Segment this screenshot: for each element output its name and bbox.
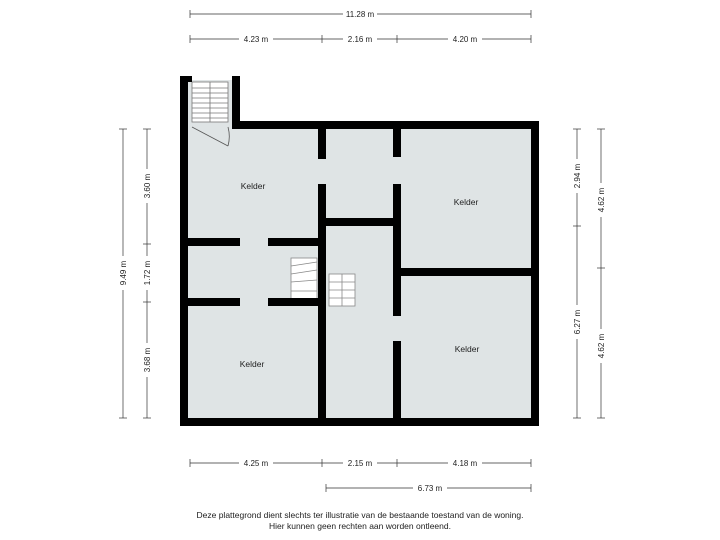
dim-right-lower: 4.62 m: [597, 333, 606, 358]
door-swing: [191, 126, 230, 147]
staircase-top-left: [191, 81, 229, 123]
dim-bottom-left: 4.25 m: [244, 459, 269, 468]
dim-bottom-right: 4.18 m: [453, 459, 478, 468]
disclaimer: Deze plattegrond dient slechts ter illus…: [0, 510, 720, 532]
dim-bottom-mid: 2.15 m: [348, 459, 373, 468]
dim-top-total: 11.28 m: [346, 10, 375, 19]
room-label-top-right: Kelder: [454, 197, 479, 207]
dim-left-mid: 1.72 m: [143, 260, 152, 285]
room-labels: Kelder Kelder Kelder Kelder: [240, 181, 480, 369]
disclaimer-line-2: Hier kunnen geen rechten aan worden ontl…: [269, 521, 451, 531]
dim-left-bottom: 3.68 m: [143, 347, 152, 372]
walls: [180, 76, 539, 426]
dim-top-left: 4.23 m: [244, 35, 269, 44]
dim-bottom-total-right: 6.73 m: [418, 484, 443, 493]
dim-right-upper: 4.62 m: [597, 187, 606, 212]
room-label-bottom-right: Kelder: [455, 344, 480, 354]
dim-top-mid: 2.16 m: [348, 35, 373, 44]
disclaimer-line-1: Deze plattegrond dient slechts ter illus…: [196, 510, 524, 520]
dim-top-right: 4.20 m: [453, 35, 478, 44]
dim-left-total: 9.49 m: [119, 260, 128, 285]
floor-area: [186, 80, 536, 422]
dimension-labels: 11.28 m 4.23 m 2.16 m 4.20 m 4.25 m 2.15…: [117, 8, 607, 494]
dim-right-total: 6.27 m: [573, 309, 582, 334]
dim-right-top: 2.94 m: [573, 163, 582, 188]
room-label-bottom-left: Kelder: [240, 359, 265, 369]
dim-left-top: 3.60 m: [143, 173, 152, 198]
room-label-top-left: Kelder: [241, 181, 266, 191]
